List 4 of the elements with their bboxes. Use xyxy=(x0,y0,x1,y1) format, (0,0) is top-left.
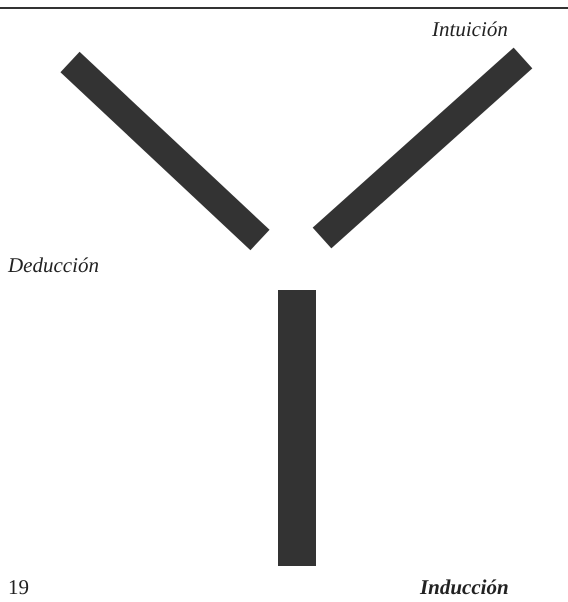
bar-caption: Deducción xyxy=(8,252,99,279)
page-number: 19 xyxy=(8,574,29,601)
bar-caption: Intuición xyxy=(432,16,508,43)
bar-caption: Inducción xyxy=(420,574,509,601)
